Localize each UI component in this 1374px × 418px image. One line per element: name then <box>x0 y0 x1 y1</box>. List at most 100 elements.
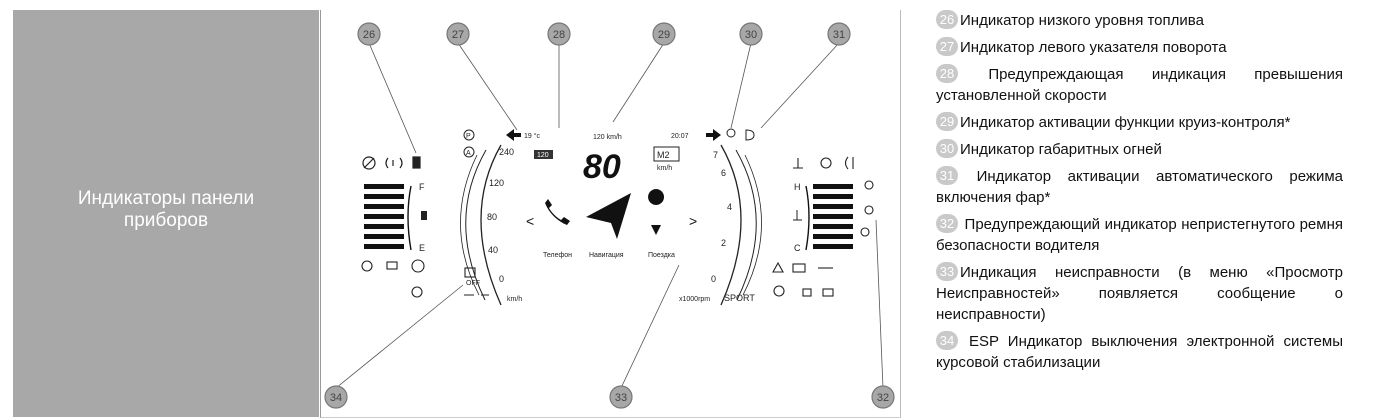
speedo-tick-120: 120 <box>489 178 504 188</box>
legend-number: 28 <box>936 64 958 83</box>
leader-lines <box>335 42 884 389</box>
clock: 20:07 <box>671 133 689 140</box>
tacho-tick-7: 7 <box>713 150 718 160</box>
legend-text: Индикатор активации автоматического режи… <box>936 168 1343 206</box>
svg-text:28: 28 <box>553 29 565 41</box>
section-label-panel: Индикаторы панели приборов <box>13 10 319 417</box>
auto-headlights-icon <box>745 129 755 141</box>
battery-icon <box>792 263 806 273</box>
callout-31: 31 <box>827 22 851 46</box>
esp-off-icon: OFF <box>464 267 489 296</box>
tacho-tick-6: 6 <box>721 168 726 178</box>
right-top-icons <box>793 156 874 237</box>
legend-item: 31 Индикатор активации автоматического р… <box>936 166 1343 208</box>
left-turn-arrow-icon <box>506 129 521 141</box>
callout-26: 26 <box>357 22 381 46</box>
menu-next-arrow: > <box>689 213 697 229</box>
left-bottom-icons <box>361 259 425 298</box>
cluster-svg: 26 27 28 29 30 31 32 33 34 F E <box>324 22 895 409</box>
navigation-icon <box>586 193 631 239</box>
instrument-cluster-diagram: 26 27 28 29 30 31 32 33 34 F E <box>320 10 901 418</box>
legend-number: 30 <box>936 139 958 158</box>
tacho-unit: x1000rpm <box>679 296 710 303</box>
general-warning-icon <box>772 261 784 273</box>
rear-fog-icon <box>844 156 854 170</box>
svg-text:32: 32 <box>877 392 889 404</box>
svg-text:OFF: OFF <box>466 280 480 287</box>
right-bottom-icons <box>772 261 834 297</box>
legend-number: 32 <box>936 214 958 233</box>
legend-number: 26 <box>936 10 958 29</box>
callout-30: 30 <box>739 22 763 46</box>
temp-scale-icon <box>793 210 802 221</box>
gear-indicator: M2 <box>657 150 670 160</box>
svg-text:33: 33 <box>615 392 627 404</box>
fuel-empty-label: E <box>419 243 425 253</box>
legend-text: Индикатор габаритных огней <box>960 141 1162 158</box>
tacho-tick-0: 0 <box>711 274 716 284</box>
legend-number: 27 <box>936 37 958 56</box>
svg-text:34: 34 <box>330 392 342 404</box>
engine-check-icon <box>386 261 398 270</box>
legend-item: 28 Предупреждающая индикация превышения … <box>936 64 1343 106</box>
park-icon <box>463 129 475 141</box>
fuel-pump-icon <box>412 156 421 169</box>
tachometer <box>720 144 762 306</box>
speedometer <box>460 144 502 306</box>
immobilizer-icon <box>802 288 812 297</box>
brake-system-icon <box>773 285 785 297</box>
passenger-seatbelt-icon <box>860 227 870 237</box>
cruise-set-speed: 120 km/h <box>593 134 622 141</box>
svg-text:30: 30 <box>745 29 757 41</box>
legend-text: Индикатор низкого уровня топлива <box>960 12 1204 29</box>
gear-box <box>653 146 680 162</box>
temp-gauge <box>813 184 853 249</box>
left-top-icons <box>362 156 421 170</box>
callout-34: 34 <box>324 385 348 409</box>
svg-text:A: A <box>466 150 471 157</box>
temp-hot-label: H <box>794 182 801 192</box>
fuel-gauge <box>364 184 404 249</box>
svg-text:P: P <box>466 133 471 140</box>
menu-trip: Поездка <box>648 252 675 259</box>
security-icon <box>822 288 834 297</box>
speedo-tick-40: 40 <box>488 245 498 255</box>
drive-mode: SPORT <box>724 293 755 303</box>
legend-number: 29 <box>936 112 958 131</box>
legend-text: Индикатор активации функции круиз-контро… <box>960 114 1291 131</box>
abs-icon <box>411 286 423 298</box>
legend-text: Индикация неисправности (в меню «Просмот… <box>936 264 1343 323</box>
svg-text:31: 31 <box>833 29 845 41</box>
outside-temp: 19 °c <box>524 132 541 140</box>
menu-prev-arrow: < <box>526 213 534 229</box>
legend-number: 33 <box>936 262 958 281</box>
speedo-unit: km/h <box>507 296 522 303</box>
speedo-tick-0: 0 <box>499 274 504 284</box>
callout-29: 29 <box>652 22 676 46</box>
auto-hold-icon <box>463 146 475 158</box>
seatbelt-icon <box>864 205 874 215</box>
tire-pressure-icon <box>385 157 403 169</box>
menu-navigation: Навигация <box>589 252 624 259</box>
right-turn-arrow-icon <box>706 129 721 141</box>
parking-off-icon <box>362 156 376 170</box>
power-steering-icon <box>411 259 425 273</box>
menu-phone: Телефон <box>543 252 572 259</box>
digital-speed: 80 <box>583 148 621 186</box>
svg-text:27: 27 <box>452 29 464 41</box>
phone-icon <box>545 199 570 225</box>
section-title-line2: приборов <box>123 210 209 231</box>
section-title: Индикаторы панели приборов <box>13 188 319 232</box>
legend-text: ESP Индикатор выключения электронной сис… <box>936 333 1343 371</box>
tacho-tick-4: 4 <box>727 202 732 212</box>
speed-limit-badge: 120 <box>537 152 549 159</box>
callout-27: 27 <box>446 22 470 46</box>
speedo-tick-80: 80 <box>487 212 497 222</box>
legend-item: 32 Предупреждающий индикатор непристегну… <box>936 214 1343 256</box>
